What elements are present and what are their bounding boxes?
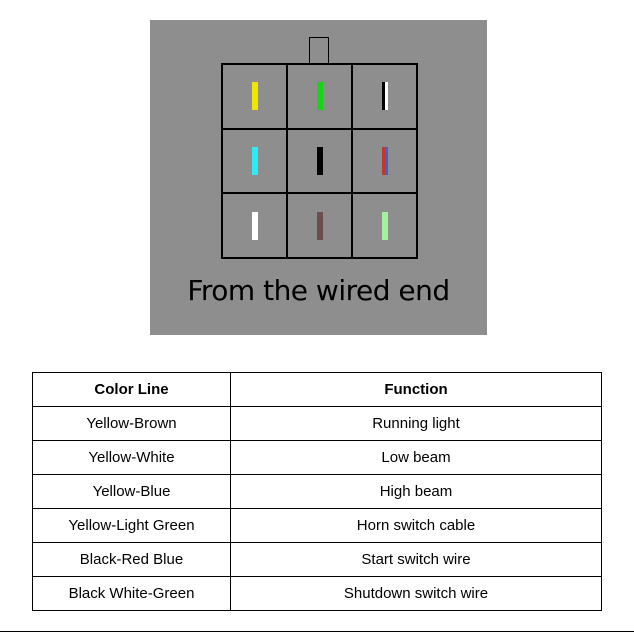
wire-stripe	[384, 146, 388, 175]
pin-cell	[352, 64, 417, 129]
header-function: Function	[230, 372, 602, 407]
pin-cell	[222, 193, 287, 258]
wire-stripe	[381, 82, 385, 111]
function-cell: Shutdown switch wire	[230, 576, 602, 611]
wire-stripe	[251, 82, 258, 111]
pin-cell	[287, 64, 352, 129]
header-color-line: Color Line	[32, 372, 231, 407]
color-line-cell: Black White-Green	[32, 576, 231, 611]
color-line-cell: Yellow-Blue	[32, 474, 231, 509]
wire-stripe	[381, 146, 385, 175]
color-line-cell: Yellow-Brown	[32, 406, 231, 441]
pin-cell	[222, 128, 287, 194]
pin-cell	[352, 128, 417, 194]
wire-mark	[251, 146, 258, 175]
wire-stripe	[316, 146, 323, 175]
wire-mark	[251, 82, 258, 111]
table-header-row: Color Line Function	[32, 372, 602, 407]
connector-diagram: From the wired end	[150, 20, 487, 335]
diagram-caption: From the wired end	[187, 274, 450, 307]
wire-mark	[316, 146, 323, 175]
pin-cell	[222, 64, 287, 129]
function-cell: Running light	[230, 406, 602, 441]
wire-stripe	[384, 82, 388, 111]
pin-cell	[352, 193, 417, 258]
function-cell: High beam	[230, 474, 602, 509]
connector-latch	[309, 37, 329, 63]
wire-mark	[381, 82, 388, 111]
connector-pin-grid	[221, 63, 418, 259]
wire-mark	[316, 211, 323, 240]
color-line-cell: Black-Red Blue	[32, 542, 231, 577]
function-cell: Horn switch cable	[230, 508, 602, 543]
wire-stripe	[381, 211, 388, 240]
wire-stripe	[316, 82, 323, 111]
color-line-cell: Yellow-White	[32, 440, 231, 475]
wire-mark	[316, 82, 323, 111]
wire-mark	[381, 146, 388, 175]
wire-mark	[381, 211, 388, 240]
function-cell: Start switch wire	[230, 542, 602, 577]
wire-stripe	[251, 211, 258, 240]
color-line-cell: Yellow-Light Green	[32, 508, 231, 543]
pin-cell	[287, 193, 352, 258]
wire-stripe	[316, 211, 323, 240]
wire-mark	[251, 211, 258, 240]
function-cell: Low beam	[230, 440, 602, 475]
bottom-divider	[0, 631, 634, 632]
wire-stripe	[251, 146, 258, 175]
pin-cell	[287, 128, 352, 194]
